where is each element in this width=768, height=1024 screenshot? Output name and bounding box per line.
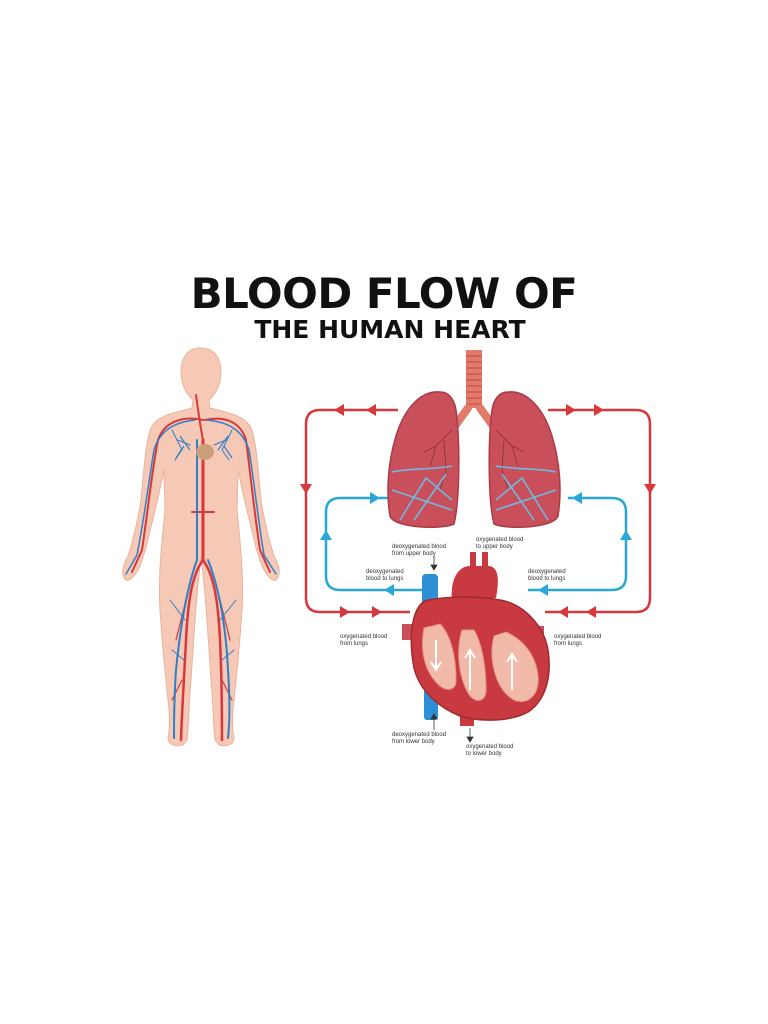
label-deoxy-upper-2: from upper body [392,551,436,557]
label-deoxy-lungs-left-2: blood to lungs [366,576,403,582]
label-deoxy-upper-1: deoxygenated blood [392,544,446,550]
label-deoxy-lungs-left-1: deoxygenated [366,569,404,575]
human-body-figure [122,347,280,747]
body-heart-icon [196,444,214,460]
red-arrow-heads [300,404,656,618]
right-lung [488,391,561,529]
label-deoxy-lungs-right-1: deoxygenated [528,569,566,575]
label-deoxy-lungs-right-2: blood to lungs [528,576,565,582]
veins [125,419,277,739]
label-oxy-from-lungs-left-1: oxygenated blood [340,634,387,640]
body-silhouette [122,347,280,747]
label-oxy-lower-2: to lower body [466,751,502,757]
deoxygenated-circuit [324,496,628,592]
label-deoxy-lower-2: from lower body [392,739,435,745]
blue-arrow-heads [320,492,632,596]
heart-flow-arrows [430,640,518,690]
diagram-title: BLOOD FLOW OF [190,269,578,318]
arteries [131,394,271,742]
label-oxy-lower-1: oxygenated blood [466,744,513,750]
heart [402,552,550,743]
aorta [451,552,498,600]
label-oxy-from-lungs-left-2: from lungs [340,641,368,647]
diagram-subtitle: THE HUMAN HEART [254,315,526,344]
label-deoxy-lower-1: deoxygenated blood [392,732,446,738]
oxygenated-circuit [304,408,652,614]
label-oxy-upper-2: to upper body [476,544,513,550]
label-oxy-upper-1: oxygenated blood [476,537,523,543]
lungs [387,350,561,529]
left-lung [387,391,460,529]
trachea [448,350,500,434]
label-oxy-from-lungs-right-1: oxygenated blood [554,634,601,640]
label-oxy-from-lungs-right-2: from lungs [554,641,582,647]
flow-labels: deoxygenated blood from upper body oxyge… [340,537,601,757]
